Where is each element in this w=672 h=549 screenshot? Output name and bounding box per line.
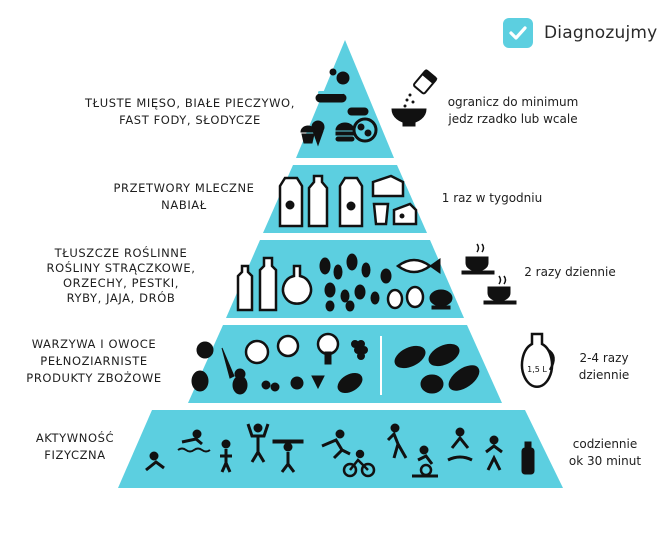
cheese-icon: [371, 174, 405, 198]
sausage-icon: [347, 107, 369, 116]
label-line: WARZYWA I OWOCE: [31, 337, 157, 351]
level-5-label: AKTYWNOŚĆ FIZYCZNA: [20, 430, 130, 464]
label-line: TŁUSTE MIĘSO, BIAŁE PIECZYWO,: [85, 96, 295, 110]
bowl-icon: [391, 108, 427, 127]
cycling-icon: [342, 449, 376, 478]
burger-icon: [335, 122, 355, 142]
label-line: FIZYCZNA: [44, 448, 106, 462]
fitness-ball-icon: [485, 435, 503, 471]
level-3-frequency: 2 razy dziennie: [516, 264, 624, 281]
oil-bottle-icon: [258, 256, 278, 312]
glass-icon: [372, 202, 390, 226]
water-jug-icon: 1,5 L: [520, 332, 555, 388]
label-line: ORZECHY, PESTKI,: [63, 276, 179, 290]
weightlifting-icon: [246, 423, 270, 463]
running-icon: [321, 429, 351, 460]
junk-food-icons: [300, 68, 378, 147]
grains-icon: [403, 93, 415, 108]
frequency-line: ogranicz do minimum: [447, 95, 579, 109]
label-line: ROŚLINY STRĄCZKOWE,: [46, 261, 196, 275]
oil-bottle-icon: [281, 264, 313, 305]
level-4-label: WARZYWA I OWOCE PEŁNOZIARNISTE PRODUKTY …: [6, 336, 182, 387]
meditation-icon: [447, 427, 473, 462]
cupcake-icon: [300, 125, 316, 144]
frequency-line: dziennie: [578, 368, 630, 382]
frequency-line: 2-4 razy: [579, 351, 629, 365]
coffee-icons: [461, 243, 517, 305]
level-2-frequency: 1 raz w tygodniu: [432, 190, 552, 207]
salt-and-bowl-icons: [391, 69, 438, 127]
level-2-label: PRZETWORY MLECZNE NABIAŁ: [94, 180, 274, 214]
label-line: PRODUKTY ZBOŻOWE: [26, 371, 162, 385]
cabbage-icon: [244, 339, 270, 365]
frequency-line: jedz rzadko lub wcale: [448, 112, 578, 126]
bread-icons: [394, 343, 480, 394]
label-line: RYBY, JAJA, DRÓB: [66, 291, 176, 305]
pizza-icon: [352, 117, 378, 143]
dairy-icons: [278, 174, 418, 228]
label-line: TŁUSZCZE ROŚLINNE: [54, 246, 188, 260]
frequency-line: codziennie: [572, 437, 638, 451]
eggplant-icon: [337, 373, 363, 393]
eggs-icon: [386, 285, 425, 310]
level-5-frequency: codziennie ok 30 minut: [560, 436, 650, 470]
fats-protein-icons: [236, 253, 453, 312]
level-1-frequency: ogranicz do minimum jedz rzadko lub wcal…: [435, 94, 591, 128]
bread-icon: [428, 343, 460, 367]
cheese-icon: [392, 202, 418, 226]
milk-bottle-icon: [307, 174, 329, 228]
oil-bottle-icon: [236, 264, 254, 312]
level-4-frequency: 2-4 razy dziennie: [566, 350, 642, 384]
pear-icon: [232, 368, 248, 395]
chicken-icon: [429, 289, 453, 310]
brand-name: Diagnozujmy: [544, 23, 658, 43]
candy-icon: [329, 68, 350, 85]
beans-icon: [319, 253, 392, 312]
stretching-icon: [386, 423, 408, 459]
grapes-icon: [351, 340, 368, 360]
exercise-bike-icon: [412, 445, 438, 478]
cherries-icon: [261, 380, 280, 392]
carrot-icon: [221, 347, 235, 379]
water-bottle-icon: [521, 441, 535, 475]
frequency-line: 1 raz w tygodniu: [441, 191, 543, 205]
label-line: AKTYWNOŚĆ: [35, 431, 115, 445]
label-line: NABIAŁ: [161, 198, 207, 212]
check-icon: [503, 18, 533, 48]
bread-icon: [394, 345, 426, 369]
onion-icon: [191, 370, 209, 392]
salt-shaker-icon: [413, 69, 438, 95]
level-1-label: TŁUSTE MIĘSO, BIAŁE PIECZYWO, FAST FODY,…: [84, 95, 296, 129]
frequency-line: ok 30 minut: [568, 454, 642, 468]
label-line: PEŁNOZIARNISTE: [40, 354, 148, 368]
milk-carton-icon: [278, 176, 304, 228]
fish-icon: [395, 258, 441, 274]
brand-logo: Diagnozujmy: [503, 18, 657, 48]
radish-icon: [290, 376, 304, 390]
coffee-cup-icon: [483, 275, 517, 305]
milk-carton-icon: [338, 176, 364, 228]
level-3-label: TŁUSZCZE ROŚLINNE ROŚLINY STRĄCZKOWE, OR…: [36, 246, 206, 306]
swimming-icon: [177, 429, 211, 453]
broccoli-icon: [316, 332, 340, 365]
bread-icon: [448, 365, 480, 391]
label-line: PRZETWORY MLECZNE: [113, 181, 255, 195]
weightlifting-icon: [272, 439, 304, 473]
vegetables-icons: [191, 332, 368, 395]
coffee-cup-icon: [461, 243, 495, 275]
broccoli-icon: [276, 334, 300, 358]
yoga-icon: [145, 451, 165, 472]
label-line: FAST FODY, SŁODYCZE: [119, 113, 261, 127]
jug-label: 1,5 L: [527, 365, 547, 374]
bread-icon: [420, 374, 444, 394]
child-play-icon: [220, 439, 232, 473]
activity-icons: [145, 423, 535, 478]
apple-icon: [196, 341, 214, 359]
strawberry-icon: [311, 375, 325, 390]
frequency-line: 2 razy dziennie: [524, 265, 616, 279]
hot-dog-icon: [315, 91, 347, 103]
